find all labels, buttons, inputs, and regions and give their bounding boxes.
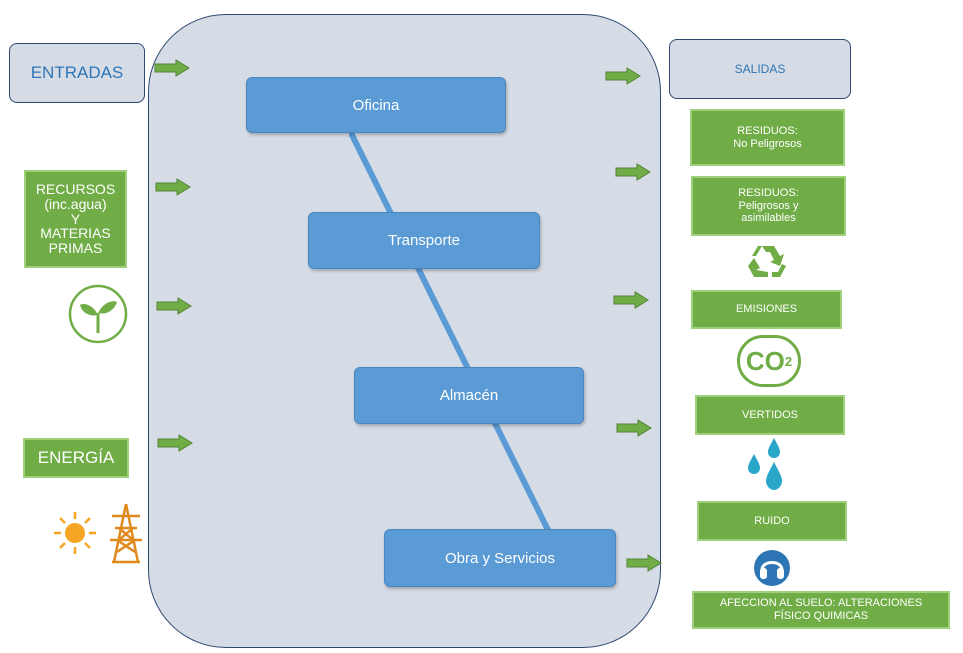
- co2-subscript: 2: [784, 353, 793, 369]
- arrow-right-icon: [626, 554, 662, 572]
- ruido-box: RUIDO: [697, 501, 847, 541]
- arrow-right-icon: [155, 178, 191, 196]
- electric-tower-icon: [110, 503, 142, 564]
- emisiones-box: EMISIONES: [691, 290, 842, 329]
- recycle-icon: [748, 246, 786, 277]
- residuos-no-peligrosos-box: RESIDUOS: No Peligrosos: [690, 109, 845, 166]
- arrow-right-icon: [156, 297, 192, 315]
- obra-servicios-box: Obra y Servicios: [384, 529, 616, 587]
- sprout-icon: [68, 284, 128, 344]
- oficina-box: Oficina: [246, 77, 506, 133]
- energia-box: ENERGÍA: [23, 438, 129, 478]
- residuos-peligrosos-box: RESIDUOS: Peligrosos y asimilables: [691, 176, 846, 236]
- salidas-label: SALIDAS: [669, 39, 851, 99]
- arrow-right-icon: [616, 419, 652, 437]
- sun-icon: [54, 512, 96, 554]
- arrow-right-icon: [605, 67, 641, 85]
- afeccion-suelo-box: AFECCION AL SUELO: ALTERACIONES FÍSICO Q…: [692, 591, 950, 629]
- vertidos-box: VERTIDOS: [695, 395, 845, 435]
- arrow-right-icon: [157, 434, 193, 452]
- transporte-box: Transporte: [308, 212, 540, 269]
- arrow-right-icon: [613, 291, 649, 309]
- recursos-box: RECURSOS (inc.agua) Y MATERIAS PRIMAS: [24, 170, 127, 268]
- water-drops-icon: [748, 438, 782, 490]
- arrow-right-icon: [154, 59, 190, 77]
- entradas-label: ENTRADAS: [9, 43, 145, 103]
- ear-protection-icon: [754, 550, 790, 586]
- arrow-right-icon: [615, 163, 651, 181]
- co2-text: CO: [745, 345, 785, 376]
- almacen-box: Almacén: [354, 367, 584, 424]
